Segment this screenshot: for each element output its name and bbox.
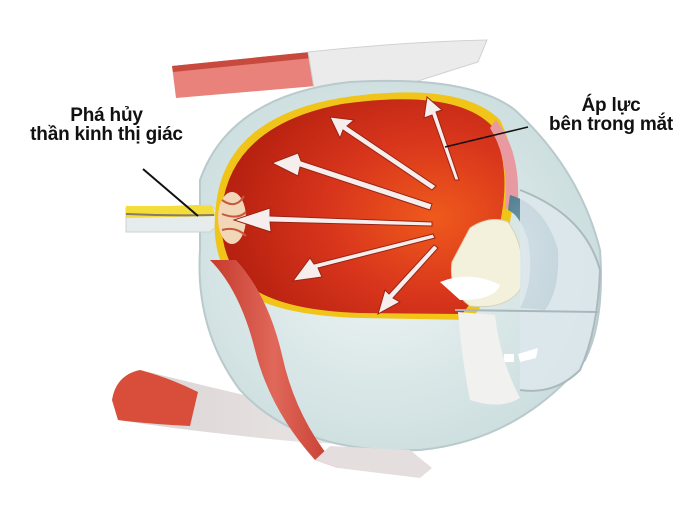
pointer-line-pressure: [444, 126, 529, 148]
arrow-icon: [423, 96, 460, 181]
pointer-line-optic-nerve: [142, 168, 199, 217]
highlight: [518, 348, 538, 362]
ciliary-body: [490, 120, 519, 210]
arrow-icon: [291, 233, 436, 282]
arrow-icon: [270, 152, 433, 211]
lateral-rectus-muscle: [210, 260, 432, 478]
arrow-icon: [329, 116, 437, 191]
lens: [440, 219, 523, 308]
highlight: [504, 354, 514, 362]
label-optic-nerve-damage: Phá hủy thần kinh thị giác: [4, 106, 209, 144]
arrow-icon: [232, 207, 433, 233]
label-line: Áp lực: [581, 95, 641, 116]
label-line: bên trong mắt: [548, 114, 674, 135]
optic-disc: [218, 192, 247, 244]
label-line: Phá hủy: [70, 105, 143, 126]
arrow-icon: [377, 244, 439, 316]
pressure-arrows: [232, 96, 460, 316]
cut-line: [454, 309, 599, 313]
vitreous-chamber: [221, 99, 505, 314]
label-line: thần kinh thị giác: [30, 124, 183, 145]
lower-lens-section: [458, 312, 520, 405]
optic-nerve: [125, 204, 223, 233]
label-intraocular-pressure: Áp lực bên trong mắt: [526, 96, 696, 134]
